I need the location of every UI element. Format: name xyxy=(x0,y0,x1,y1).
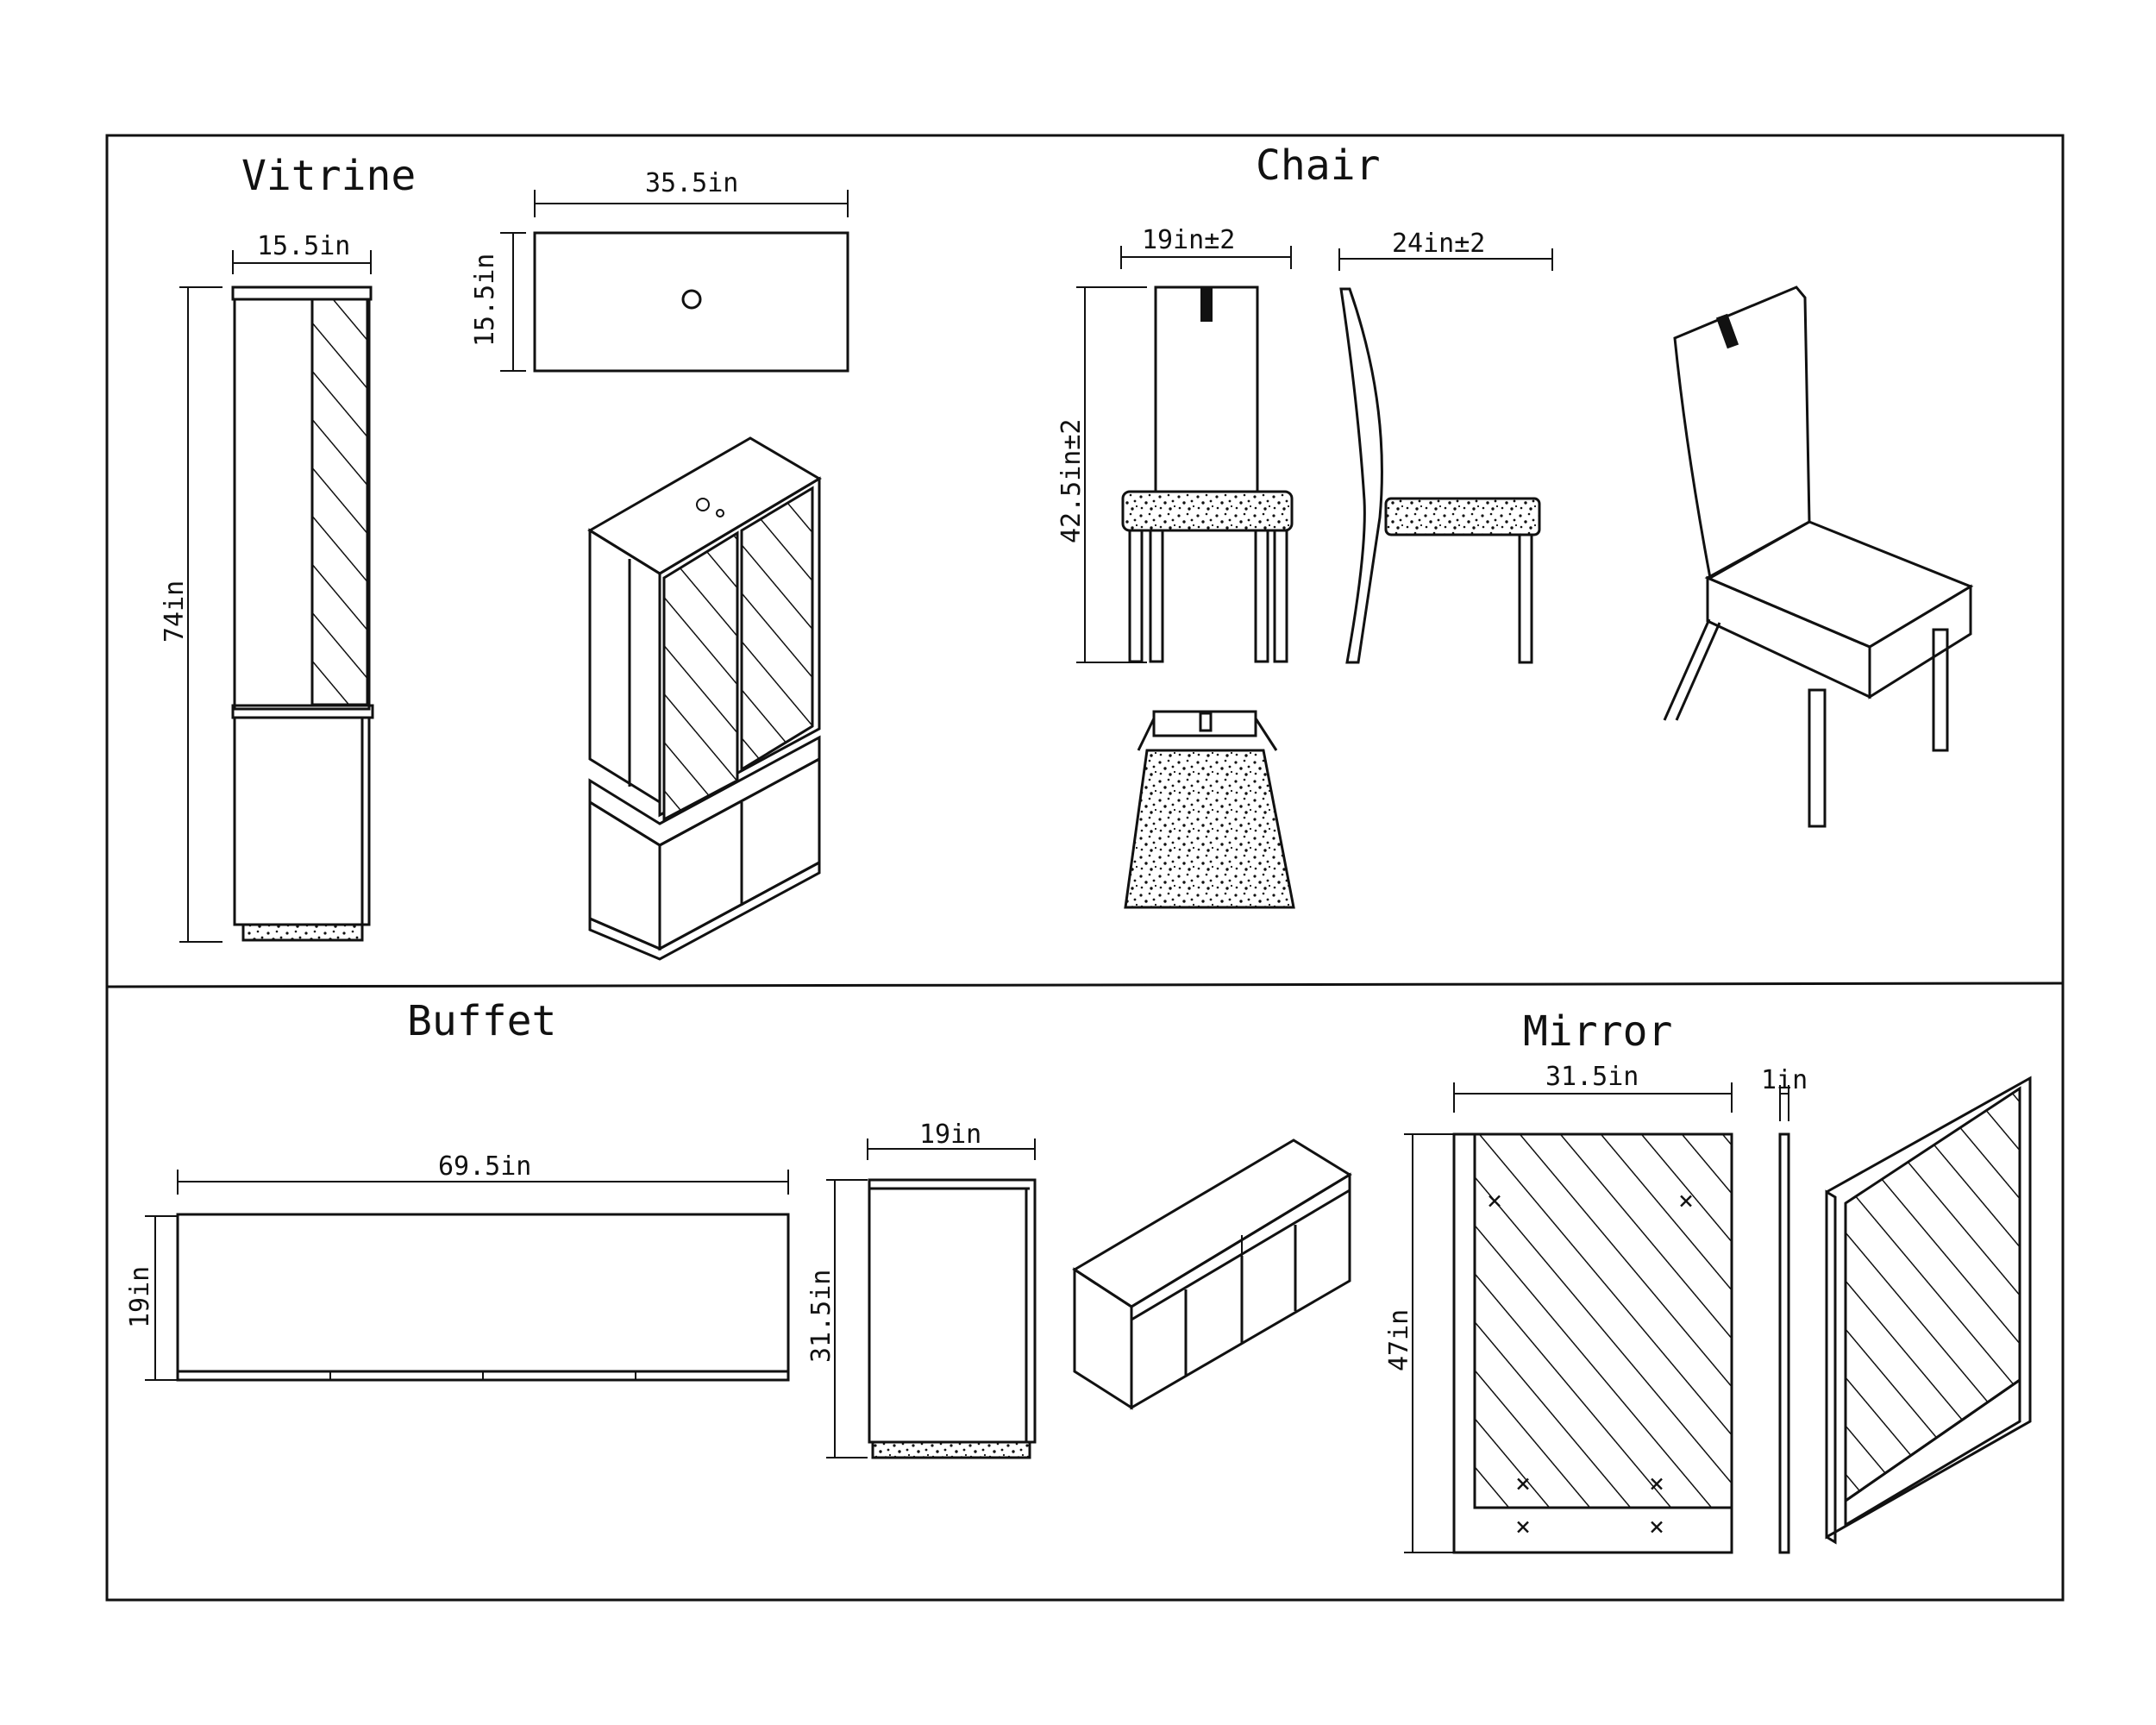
chair-front-view xyxy=(1121,285,1294,663)
mirror-isometric-view xyxy=(1825,1076,2032,1545)
vitrine-height-dimension: 74in xyxy=(160,286,222,943)
vitrine-top-view xyxy=(533,231,849,373)
vitrine-front-view xyxy=(231,285,374,942)
buffet-height-label: 31.5in xyxy=(806,1270,837,1363)
vitrine-top-width-label: 35.5in xyxy=(645,168,738,198)
mirror-title: Mirror xyxy=(1523,1007,1672,1056)
vitrine-section: Vitrine 15.5in 74in xyxy=(160,152,849,961)
vitrine-top-depth-dimension: 15.5in xyxy=(470,232,526,372)
buffet-side-view xyxy=(868,1178,1037,1459)
chair-isometric-view xyxy=(1663,285,1974,828)
buffet-depth-label: 19in xyxy=(125,1266,155,1328)
mirror-thickness-label: 1in xyxy=(1761,1065,1808,1095)
buffet-depth-dimension: 19in xyxy=(125,1215,178,1381)
chair-height-dimension: 42.5in±2 xyxy=(1056,286,1147,663)
sheet-border xyxy=(105,134,2065,1602)
buffet-top-view xyxy=(176,1213,790,1382)
mirror-height-dimension: 47in xyxy=(1384,1133,1454,1553)
svg-text:×: × xyxy=(1649,1469,1664,1499)
svg-text:×: × xyxy=(1487,1186,1502,1216)
vitrine-title: Vitrine xyxy=(241,152,416,200)
svg-text:×: × xyxy=(1678,1186,1694,1216)
mirror-section: Mirror 31.5in 1in 47in × × × × × xyxy=(1384,1007,2032,1554)
mirror-front-view: × × × × × × xyxy=(1452,1132,1733,1554)
svg-text:×: × xyxy=(1649,1512,1664,1542)
svg-text:×: × xyxy=(1515,1512,1531,1542)
chair-depth-dimension: 24in±2 xyxy=(1338,229,1553,271)
buffet-side-depth-label: 19in xyxy=(919,1120,981,1150)
vitrine-height-label: 74in xyxy=(160,580,190,643)
chair-depth-label: 24in±2 xyxy=(1392,229,1485,259)
chair-section: Chair 19in±2 24in±2 42.5in±2 xyxy=(1056,141,1974,909)
buffet-length-label: 69.5in xyxy=(438,1151,531,1182)
buffet-title: Buffet xyxy=(407,997,556,1045)
buffet-section: Buffet 69.5in 19in 19in xyxy=(125,997,1352,1459)
buffet-side-depth-dimension: 19in xyxy=(867,1120,1036,1160)
vitrine-width-label: 15.5in xyxy=(257,231,350,261)
mirror-side-view xyxy=(1778,1132,1790,1554)
vitrine-top-depth-label: 15.5in xyxy=(470,254,500,347)
chair-width-dimension: 19in±2 xyxy=(1120,225,1292,269)
mirror-thickness-dimension: 1in xyxy=(1761,1065,1808,1121)
vitrine-isometric-view xyxy=(587,436,822,961)
buffet-height-dimension: 31.5in xyxy=(806,1179,868,1458)
chair-width-label: 19in±2 xyxy=(1142,225,1235,255)
vitrine-width-dimension: 15.5in xyxy=(232,231,372,274)
svg-text:×: × xyxy=(1515,1469,1531,1499)
mirror-height-label: 47in xyxy=(1384,1309,1414,1371)
chair-height-label: 42.5in±2 xyxy=(1056,419,1087,544)
vitrine-top-width-dimension: 35.5in xyxy=(534,168,849,217)
chair-title: Chair xyxy=(1256,141,1381,190)
buffet-length-dimension: 69.5in xyxy=(177,1151,789,1195)
section-divider xyxy=(106,982,2064,988)
chair-side-view xyxy=(1339,287,1541,664)
buffet-isometric-view xyxy=(1072,1138,1352,1410)
mirror-width-label: 31.5in xyxy=(1545,1062,1639,1092)
mirror-width-dimension: 31.5in xyxy=(1453,1062,1733,1113)
chair-back-view xyxy=(1124,710,1295,909)
